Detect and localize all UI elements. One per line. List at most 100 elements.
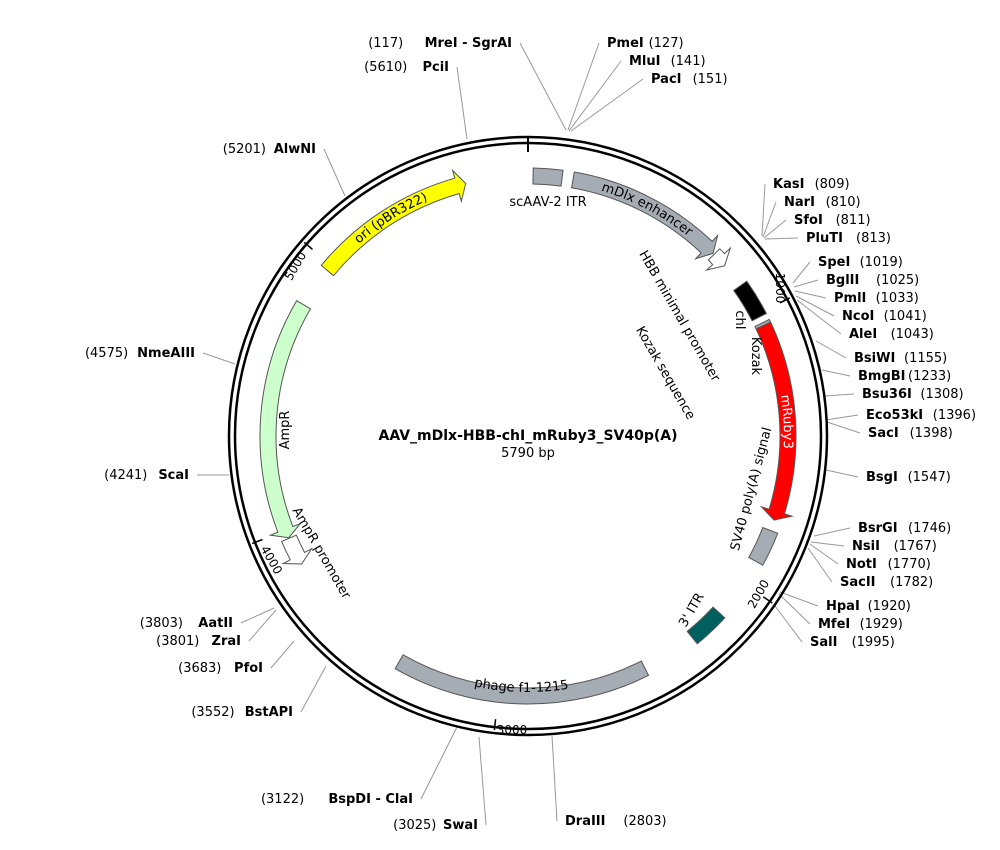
site-position: (1782)	[890, 575, 933, 590]
site-leader	[821, 369, 851, 377]
site-swai: SwaI(3025)	[393, 818, 478, 833]
site-position: (1767)	[894, 539, 937, 554]
site-bspdi-clai: BspDI - ClaI(3122)	[261, 792, 413, 807]
hbb-minimal-promoter-feature	[705, 246, 732, 271]
site-bsgi: BsgI(1547)	[866, 470, 951, 485]
site-leader	[796, 299, 842, 335]
site-leader	[795, 295, 835, 317]
site-name: DraIII	[565, 814, 606, 829]
site-name: BsiWI	[854, 351, 895, 366]
tick-mark	[493, 719, 497, 731]
sv40-polya-feature	[748, 526, 779, 566]
chi-feature	[733, 280, 768, 322]
site-leader	[792, 261, 811, 284]
site-name: ZraI	[212, 634, 241, 649]
site-position: (810)	[826, 195, 861, 210]
site-position: (1025)	[876, 273, 919, 288]
site-position: (3025)	[393, 818, 436, 833]
site-leader	[815, 340, 847, 359]
site-position: (3801)	[156, 634, 199, 649]
tick-mark	[303, 241, 314, 251]
site-name: HpaI	[826, 599, 860, 614]
site-position: (811)	[836, 213, 871, 228]
ampr-label: AmpR	[278, 411, 293, 450]
site-position: (117)	[368, 36, 403, 51]
site-leader	[300, 665, 327, 713]
site-position: (1547)	[908, 470, 951, 485]
site-hpai: HpaI(1920)	[826, 599, 911, 614]
site-name: NarI	[784, 195, 815, 210]
site-saci: SacI (1398)	[868, 426, 953, 441]
three-itr-feature	[686, 606, 726, 645]
site-position: (5201)	[223, 142, 266, 157]
phage-f1-feature	[394, 654, 650, 705]
site-ncoi: NcoI(1041)	[842, 309, 927, 324]
site-name: Bsu36I	[862, 387, 912, 402]
site-pmli: PmlI(1033)	[834, 291, 919, 306]
site-position: (5610)	[364, 60, 407, 75]
site-leader	[807, 547, 833, 583]
site-leader-lines	[197, 42, 861, 826]
site-bstapi: BstAPI(3552)	[191, 705, 293, 720]
site-position: (1155)	[904, 351, 947, 366]
site-name: Eco53kI	[866, 408, 923, 423]
site-leader	[567, 42, 600, 131]
site-position: (2803)	[623, 814, 666, 829]
mdlx-enhancer-label: mDlx enhancer	[600, 180, 696, 240]
site-leader	[809, 543, 839, 565]
site-name: MfeI	[818, 617, 850, 632]
site-name: SacII	[840, 575, 876, 590]
site-position: (141)	[671, 54, 706, 69]
site-position: (3683)	[178, 661, 221, 676]
tick-label: 3000	[497, 723, 528, 737]
site-leader	[762, 201, 777, 238]
phage-f1-label: phage f1-1215	[473, 675, 569, 696]
site-leader	[761, 183, 766, 237]
site-mrei-sgrai: MreI - SgrAI(117)	[368, 36, 512, 51]
site-position: (1233)	[908, 369, 951, 384]
phage-f1-label-text: phage f1-1215	[473, 675, 569, 696]
site-name: MluI	[629, 54, 660, 69]
site-name: AleI	[849, 327, 877, 342]
plasmid-backbone	[227, 135, 829, 737]
site-pfoi: PfoI(3683)	[178, 661, 263, 676]
site-spei: SpeI(1019)	[818, 255, 903, 270]
ampr-feature	[259, 300, 312, 539]
mruby3-feature	[755, 321, 797, 521]
site-leader	[570, 78, 644, 132]
site-leader	[323, 148, 346, 197]
ori-label: ori (pBR322)	[352, 190, 430, 247]
site-name: PciI	[422, 60, 449, 75]
site-nsii: NsiI(1767)	[852, 539, 937, 554]
site-position: (1019)	[860, 255, 903, 270]
site-position: (1398)	[910, 426, 953, 441]
site-position: (127)	[649, 36, 684, 51]
plasmid-name: AAV_mDlx-HBB-chI_mRuby3_SV40p(A)	[378, 428, 677, 444]
site-bsiwi: BsiWI (1155)	[854, 351, 947, 366]
site-bglii: BglII(1025)	[826, 273, 919, 288]
site-zrai: ZraI (3801)	[156, 634, 241, 649]
site-name: PmlI	[834, 291, 866, 306]
site-name: ScaI	[158, 468, 189, 483]
site-name: SacI	[868, 426, 899, 441]
site-paci: PacI(151)	[651, 72, 728, 87]
kozak-short-label: Kozak	[748, 337, 763, 376]
site-leader	[763, 219, 787, 239]
site-name: BmgBI	[858, 369, 906, 384]
site-position: (1043)	[891, 327, 934, 342]
site-aatii: AatII(3803)	[140, 616, 233, 631]
site-name: PacI	[651, 72, 682, 87]
site-position: (1041)	[884, 309, 927, 324]
site-leader	[793, 279, 819, 288]
site-draiii: DraIII (2803)	[565, 814, 667, 829]
scaav2-itr-feature	[532, 167, 564, 187]
tick-label: 5000	[282, 249, 309, 282]
site-name: SalI	[810, 635, 837, 650]
plasmid-size: 5790 bp	[501, 446, 555, 461]
site-alei: AleI (1043)	[849, 327, 934, 342]
tick-mark	[762, 596, 773, 604]
site-leader	[240, 607, 275, 624]
site-name: PluTI	[806, 231, 843, 246]
tick-mark	[251, 538, 263, 545]
